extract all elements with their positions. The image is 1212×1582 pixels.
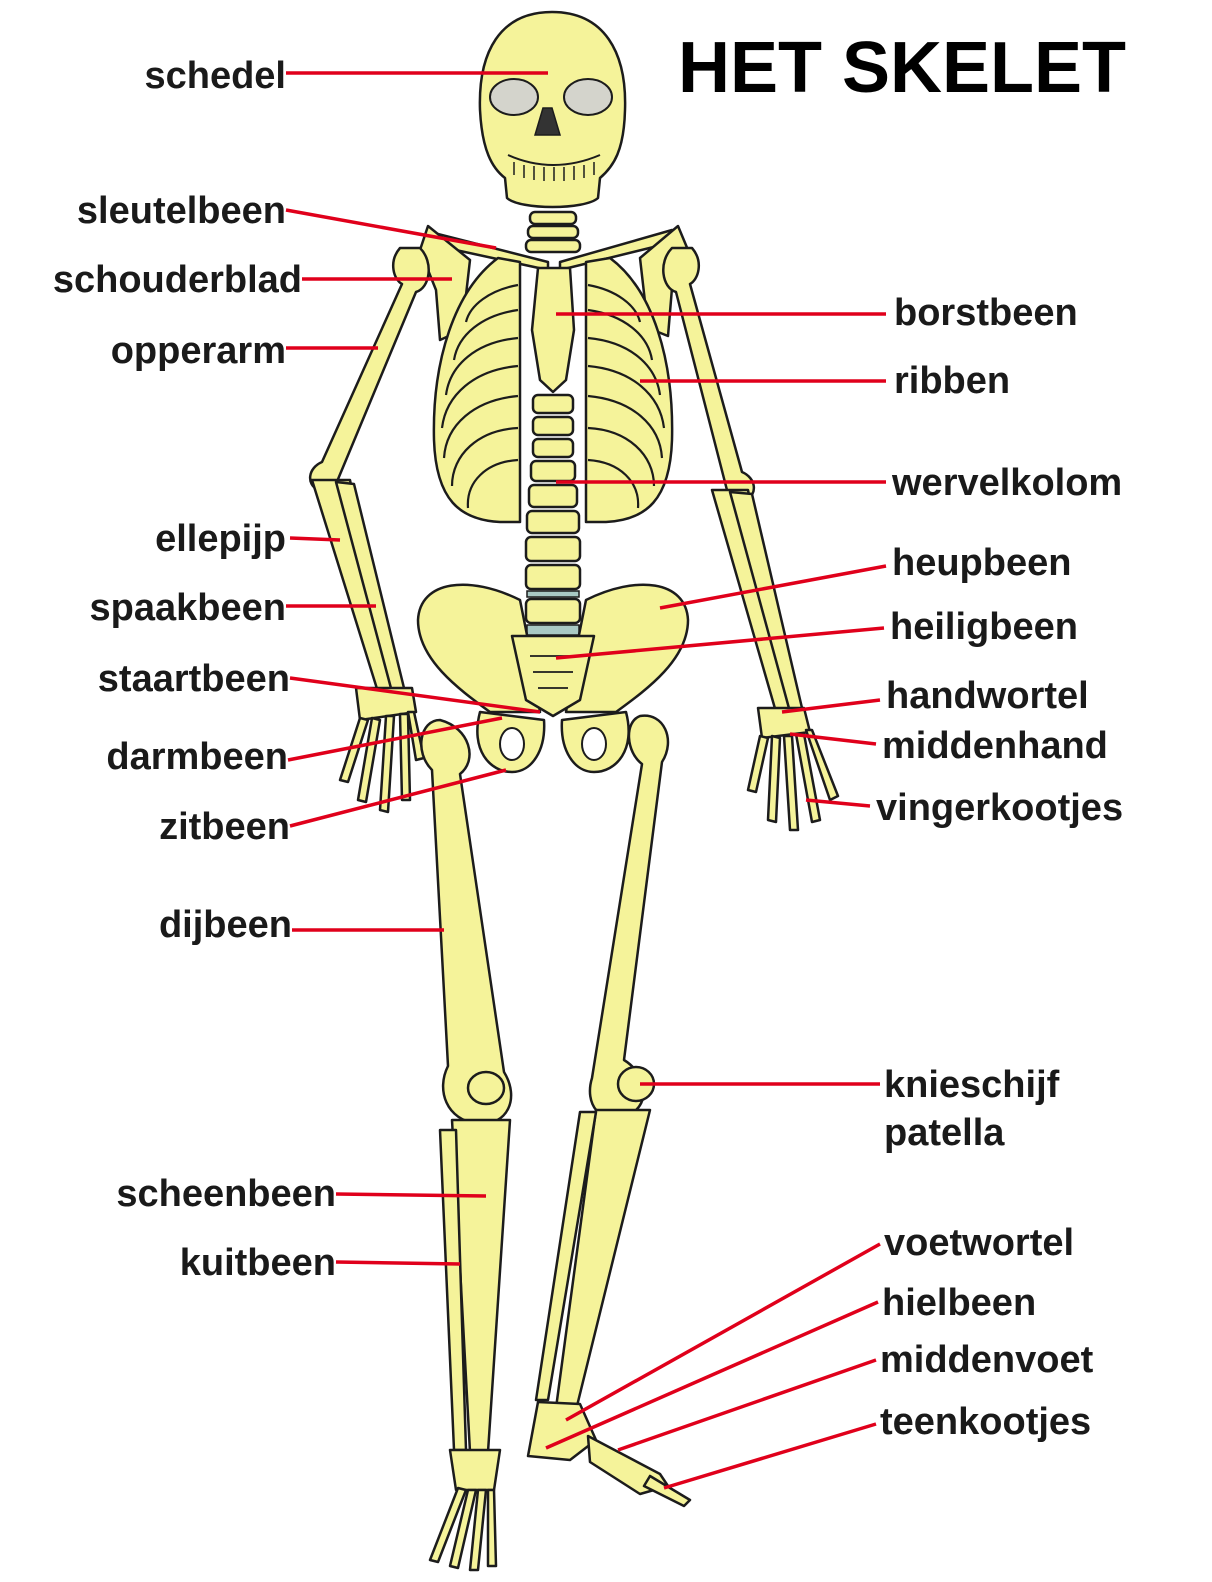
pointer-zitbeen — [290, 770, 506, 826]
label-hielbeen: hielbeen — [882, 1282, 1036, 1324]
label-dijbeen: dijbeen — [159, 904, 292, 946]
label-zitbeen: zitbeen — [159, 806, 290, 848]
right-leg — [528, 716, 690, 1506]
label-vingerkootjes: vingerkootjes — [876, 787, 1123, 829]
spine — [526, 395, 580, 635]
label-ribben: ribben — [894, 360, 1010, 402]
pointer-ellepijp — [290, 538, 340, 540]
label-teenkootjes: teenkootjes — [880, 1401, 1091, 1443]
label-knieschijf: knieschijf — [884, 1064, 1060, 1106]
label-spaakbeen: spaakbeen — [90, 587, 286, 629]
label-borstbeen: borstbeen — [894, 292, 1078, 334]
label-scheenbeen: scheenbeen — [116, 1173, 336, 1215]
label-patella: patella — [884, 1112, 1005, 1154]
skull — [480, 12, 625, 207]
label-schouderblad: schouderblad — [53, 259, 302, 301]
left-leg — [421, 720, 511, 1570]
right-arm — [663, 248, 838, 830]
label-kuitbeen: kuitbeen — [180, 1242, 336, 1284]
label-middenhand: middenhand — [882, 725, 1108, 767]
label-middenvoet: middenvoet — [880, 1339, 1094, 1381]
skeleton-illustration — [310, 12, 838, 1570]
label-darmbeen: darmbeen — [106, 736, 288, 778]
sternum — [532, 268, 574, 392]
label-sleutelbeen: sleutelbeen — [77, 190, 286, 232]
left-arm — [310, 248, 429, 812]
label-handwortel: handwortel — [886, 675, 1089, 717]
pointer-teenkootjes — [664, 1424, 876, 1488]
label-opperarm: opperarm — [111, 330, 286, 372]
label-schedel: schedel — [144, 55, 286, 97]
neck — [526, 212, 580, 252]
pointer-sleutelbeen — [286, 210, 496, 248]
label-ellepijp: ellepijp — [155, 518, 286, 560]
label-staartbeen: staartbeen — [98, 658, 290, 700]
pointer-voetwortel — [566, 1244, 880, 1420]
diagram-title: HET SKELET — [678, 28, 1126, 108]
label-heiligbeen: heiligbeen — [890, 606, 1078, 648]
label-wervelkolom: wervelkolom — [891, 462, 1122, 504]
pointer-scheenbeen — [336, 1194, 486, 1196]
label-heupbeen: heupbeen — [892, 542, 1071, 584]
label-voetwortel: voetwortel — [884, 1222, 1074, 1264]
pointer-kuitbeen — [336, 1262, 460, 1264]
